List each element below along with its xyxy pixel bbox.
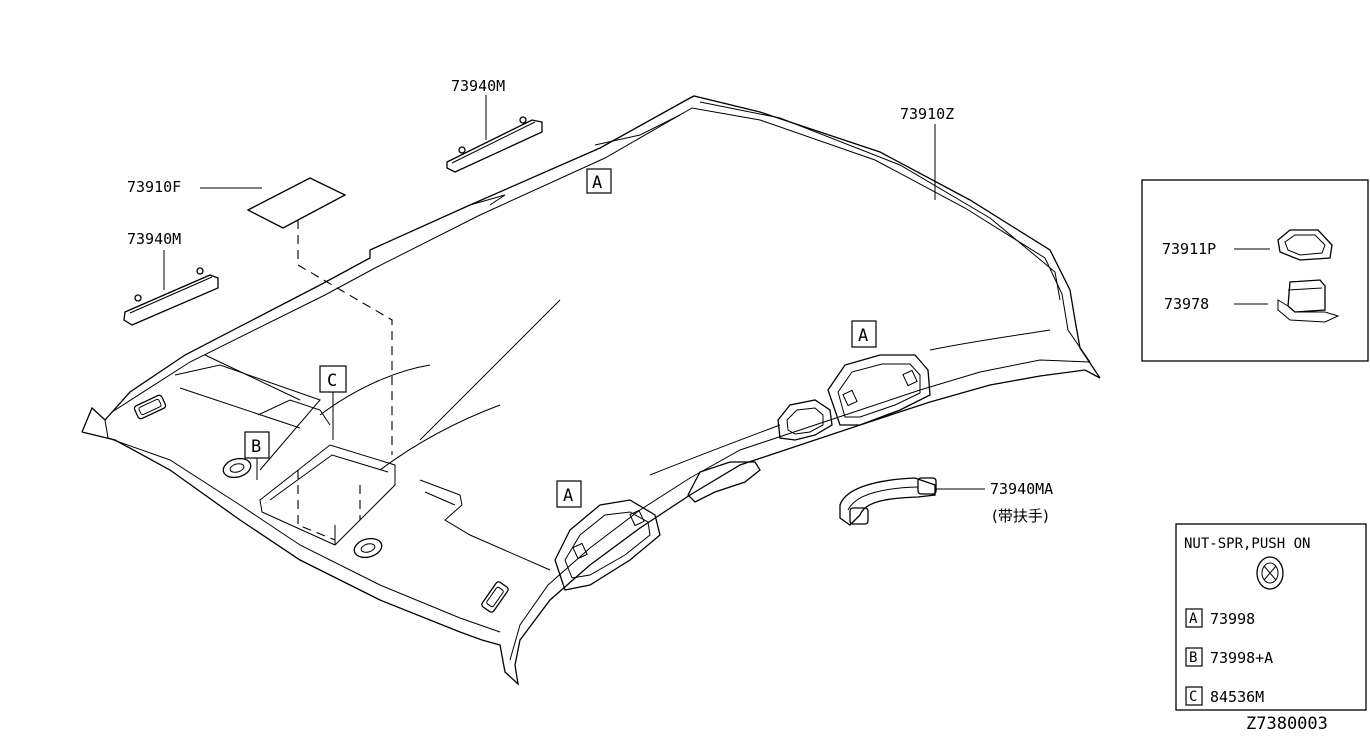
assist-grip-front: [123, 250, 219, 326]
svg-text:73998+A: 73998+A: [1210, 649, 1273, 667]
svg-text:B: B: [1189, 650, 1197, 666]
svg-text:A: A: [592, 173, 602, 193]
legend-row-c: C 84536M: [1185, 686, 1264, 706]
legend-panel: NUT-SPR,PUSH ON A 73998 B 73998+A C 8453…: [1175, 523, 1367, 711]
inset-panel: [1141, 179, 1369, 362]
diagram-code: Z7380003: [1246, 714, 1328, 734]
svg-text:C: C: [327, 371, 337, 391]
label-assist-grip-hook-note: (带扶手): [992, 507, 1049, 525]
label-assist-grip-rear: 73940M: [451, 77, 505, 95]
svg-text:C: C: [1189, 689, 1197, 705]
svg-text:A: A: [1189, 611, 1198, 627]
assist-grip-rear: [446, 95, 543, 173]
assist-grip-hook: [839, 477, 985, 526]
svg-text:A: A: [563, 486, 573, 506]
reference-dashes: [297, 220, 393, 541]
callout-c: C: [319, 365, 347, 440]
svg-text:73998: 73998: [1210, 610, 1255, 628]
sunvisor-plate: [200, 177, 347, 229]
label-headlining: 73910Z: [900, 105, 954, 123]
svg-text:A: A: [858, 326, 868, 346]
label-inset-item1: 73911P: [1162, 240, 1216, 258]
label-assist-grip-hook: 73940MA: [990, 480, 1053, 498]
callout-a-top: A: [586, 168, 612, 194]
callout-b: B: [244, 431, 270, 480]
headlining-panel: [81, 95, 1101, 686]
callout-a-right: A: [851, 320, 877, 348]
label-sunvisor-plate: 73910F: [127, 178, 181, 196]
label-inset-item2: 73978: [1164, 295, 1209, 313]
svg-text:B: B: [251, 437, 261, 457]
label-assist-grip-front: 73940M: [127, 230, 181, 248]
svg-text:84536M: 84536M: [1210, 688, 1264, 706]
legend-row-b: B 73998+A: [1185, 647, 1273, 667]
legend-title: NUT-SPR,PUSH ON: [1184, 536, 1310, 552]
callout-a-bottom: A: [556, 480, 582, 508]
legend-row-a: A 73998: [1185, 608, 1255, 628]
